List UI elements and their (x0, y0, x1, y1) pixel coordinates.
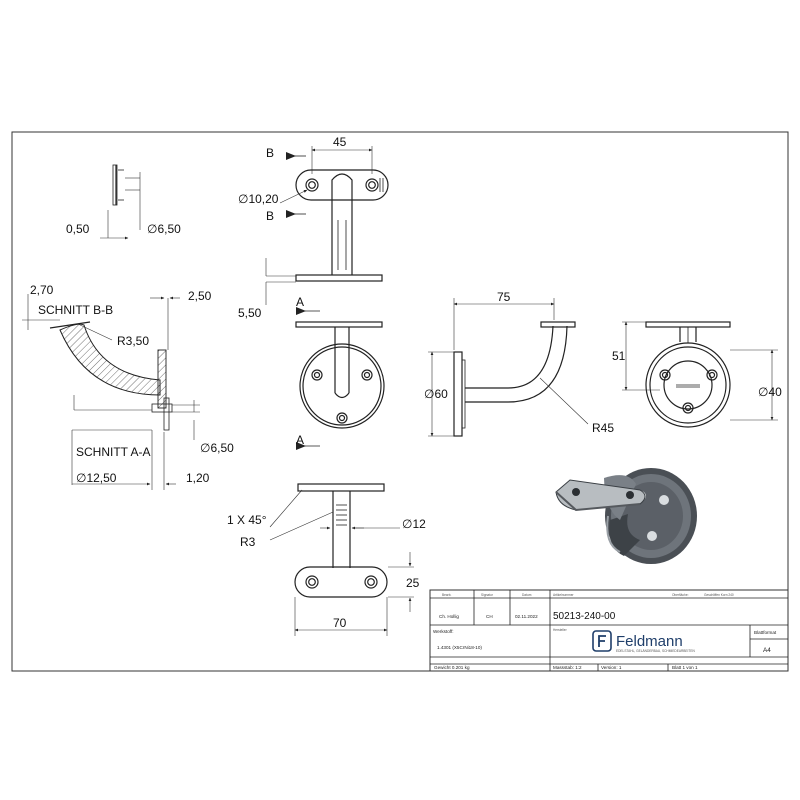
dim-1-20: 1,20 (186, 471, 210, 485)
dim-r3: R3 (240, 535, 256, 549)
dim-d60: ∅60 (424, 387, 448, 401)
dim-1x45: 1 X 45° (227, 513, 267, 527)
right-view: 51 ∅40 (612, 321, 782, 428)
isometric-render (555, 468, 697, 564)
dim-d40: ∅40 (758, 385, 782, 399)
massstab: Massstab: 1:2 (553, 665, 582, 670)
version: Version: 1 (601, 665, 622, 670)
werkstoff-label: Werkstoff: (433, 629, 454, 634)
oberflaeche-value: Geschliffen Korn 240 (704, 593, 734, 597)
dim-25: 25 (406, 576, 420, 590)
dim-75: 75 (497, 290, 511, 304)
profile-detail: 0,50 ∅6,50 (66, 164, 181, 240)
header-datum: Datum (522, 593, 532, 597)
cut-marker-a-bottom: A (296, 433, 304, 447)
author: Ch. Hollig (439, 614, 459, 619)
date: 02.11.2022 (515, 614, 538, 619)
blattformat-value: A4 (763, 647, 771, 654)
hersteller-label: Hersteller (553, 628, 568, 632)
dim-70: 70 (333, 616, 347, 630)
feldmann-logo-icon (592, 630, 612, 652)
section-label-aa: SCHNITT A-A (76, 445, 150, 459)
gewicht: Gewicht 0.201 kg (434, 665, 470, 670)
cut-marker-b-bottom: B (266, 209, 274, 223)
dim-0-50: 0,50 (66, 222, 90, 236)
dim-51: 51 (612, 349, 626, 363)
header-bearb: Bearb. (442, 593, 452, 597)
cut-marker-a-top: A (296, 295, 304, 309)
brand-subtitle: EDELSTAHL, GELÄNDERBAU, SCHMIEDEARBEITEN (616, 649, 695, 653)
dim-5-50: 5,50 (238, 306, 262, 320)
dim-d12: ∅12 (402, 517, 426, 531)
header-oberflaeche: Oberfläche: (672, 593, 689, 597)
section-label-bb: SCHNITT B-B (38, 303, 113, 317)
dim-d12-50: ∅12,50 (76, 471, 117, 485)
part-number: 50213-240-00 (553, 611, 616, 622)
header-artikelnummer: Artikelnummer (553, 593, 574, 597)
dim-d6-50-top: ∅6,50 (147, 222, 181, 236)
top-view: 45 B B ∅10,20 (238, 135, 389, 223)
dim-d10-20: ∅10,20 (238, 192, 279, 206)
cut-marker-b-top: B (266, 146, 274, 160)
blatt: Blatt 1 von 1 (672, 665, 698, 670)
werkstoff-value: 1.4301 (X5CrNi18-10) (437, 645, 482, 650)
signature: CH (486, 614, 493, 619)
front-view-round: A A (295, 295, 385, 450)
dim-r3-50: R3,50 (117, 334, 149, 348)
blattformat-label: Blattformat (754, 630, 777, 635)
bottom-view: 1 X 45° R3 ∅12 25 70 (227, 483, 426, 636)
dim-r45: R45 (592, 421, 614, 435)
front-view-upper: 5,50 (238, 200, 383, 320)
dim-45: 45 (333, 135, 347, 149)
dim-2-50: 2,50 (188, 289, 212, 303)
dim-2-70: 2,70 (30, 283, 54, 297)
header-signatur: Signatur (481, 593, 494, 597)
section-bb: SCHNITT B-B 2,70 2,50 R3,50 SCHNITT A-A … (22, 283, 234, 490)
title-block: Bearb. Signatur Datum Artikelnummer Ober… (429, 589, 789, 672)
drawing-frame (11, 131, 789, 672)
side-view: 75 ∅60 R45 (424, 290, 614, 437)
dim-d6-50-section: ∅6,50 (200, 441, 234, 455)
brand-name: Feldmann (616, 633, 683, 650)
